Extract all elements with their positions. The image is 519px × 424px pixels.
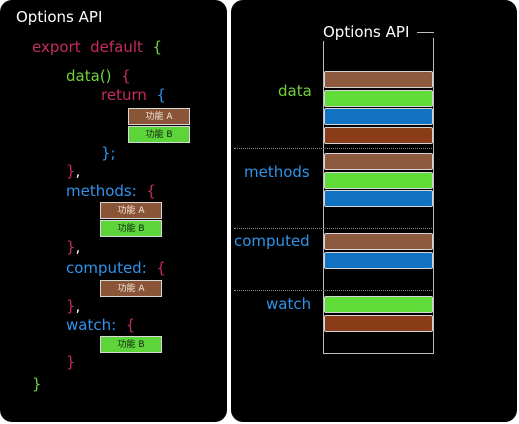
methods-close-brace: } [66,238,76,256]
frame-bottom-line [323,353,434,354]
watch-section-label: watch [266,295,312,313]
watch-close-brace: } [66,353,76,371]
data-parens: () [99,67,112,85]
diagram-title: Options API [323,23,413,41]
methods-section-label: methods [244,163,310,181]
data-function-name: data [66,67,100,85]
code-line-return: return { [101,86,166,104]
export-close-brace: } [32,375,42,393]
code-line-watch: watch: { [66,316,135,334]
export-keyword: export [32,38,81,56]
methods-close-line: }, [66,238,80,256]
data-block-feature-c [324,108,433,125]
computed-open-brace: { [156,259,166,277]
watch-feature-b-chip: 功能 B [100,336,162,353]
data-section-label: data [278,82,312,100]
computed-close-brace: } [66,297,76,315]
methods-block-feature-a [324,153,433,170]
computed-key: computed [66,259,142,277]
watch-open-brace: { [125,316,136,334]
computed-feature-a-chip: 功能 A [100,280,162,297]
computed-colon: : [141,259,147,277]
methods-feature-b-chip: 功能 B [100,220,162,237]
frame-right-line [433,38,434,354]
watch-block-feature-d [324,315,433,332]
watch-key: watch [66,316,112,334]
computed-comma: , [75,297,81,315]
export-open-brace: { [152,38,163,56]
computed-close-line: }, [66,297,80,315]
methods-comma: , [75,238,81,256]
computed-block-feature-a [324,233,433,250]
frame-left-line [323,38,324,354]
data-block-feature-d [324,127,433,144]
code-panel-title: Options API [16,8,103,26]
methods-computed-divider [234,228,432,229]
data-close-brace: } [66,162,76,180]
code-line-export: export default { [32,38,162,56]
code-line-data: data() { [66,67,131,85]
computed-section-label: computed [234,232,310,250]
return-open-brace: { [156,86,166,104]
watch-block-feature-b [324,296,433,313]
methods-block-feature-b [324,172,433,189]
methods-key: methods [66,182,132,200]
return-keyword: return [101,86,147,104]
methods-feature-a-chip: 功能 A [100,202,162,219]
diagram-panel [231,0,517,422]
frame-top-line [417,32,434,33]
methods-block-feature-c [324,190,433,207]
data-block-feature-b [324,90,433,107]
data-feature-b-chip: 功能 B [128,126,190,143]
data-feature-a-chip: 功能 A [128,108,190,125]
methods-open-brace: { [146,182,156,200]
return-close: }; [101,144,116,162]
methods-colon: : [131,182,137,200]
code-line-methods: methods: { [66,182,156,200]
code-line-computed: computed: { [66,259,166,277]
data-close-line: }, [66,162,80,180]
data-methods-divider [234,148,432,149]
default-keyword: default [90,38,143,56]
computed-block-feature-c [324,252,433,269]
computed-watch-divider [234,290,432,291]
data-block-feature-a [324,71,433,88]
data-comma: , [75,162,81,180]
data-open-brace: { [121,67,131,85]
watch-colon: : [111,316,117,334]
